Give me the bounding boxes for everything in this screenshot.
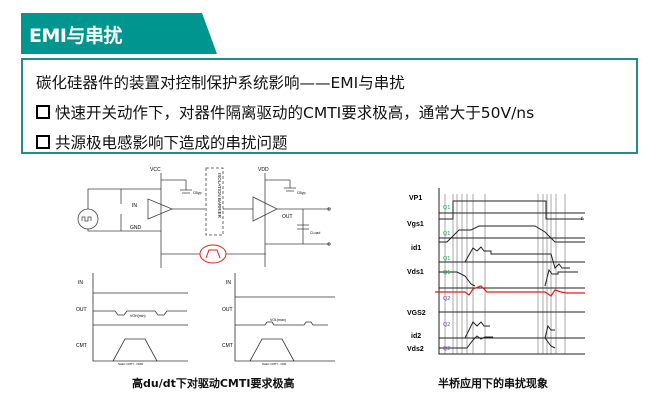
noise-pulse-icon bbox=[199, 244, 227, 264]
q-label: Q2 bbox=[443, 322, 450, 328]
bullet-2: 共源极电感影响下造成的串扰问题 bbox=[36, 131, 288, 153]
title-banner: EMI与串扰 bbox=[21, 13, 217, 54]
label-vds1: Vds1 bbox=[407, 269, 424, 276]
q-label: Q1 bbox=[443, 231, 450, 237]
summary-box: 碳化硅器件的装置对控制保护系统影响——EMI与串扰 快速开关动作下，对器件隔离驱… bbox=[21, 58, 638, 154]
cmti-figure: VCC VDD IN GND OUT CByp CByp CLoad ISOLA… bbox=[76, 167, 335, 366]
right-caption: 半桥应用下的串扰现象 bbox=[438, 377, 548, 390]
wr-vlabel: VOL(max) bbox=[270, 318, 286, 322]
cload-label: CLoad bbox=[310, 231, 320, 235]
left-caption: 高du/dt下对驱动CMTI要求极高 bbox=[132, 377, 295, 390]
t-axis-label: t bbox=[581, 216, 583, 222]
isolator-circuit bbox=[77, 167, 331, 268]
wl-cmt: CMT bbox=[76, 343, 87, 349]
vgs2-trace bbox=[435, 285, 585, 297]
q-label: Q2 bbox=[443, 296, 450, 302]
gnd-label: GND bbox=[130, 225, 142, 231]
vcc-label: VCC bbox=[150, 167, 161, 173]
wr-in: IN bbox=[226, 280, 231, 286]
label-id1: id1 bbox=[411, 245, 421, 252]
out-label: OUT bbox=[282, 214, 293, 220]
label-vgs2: VGS2 bbox=[407, 310, 426, 317]
vdd-label: VDD bbox=[258, 167, 269, 173]
label-id2: id2 bbox=[411, 333, 421, 340]
wr-foot: Static CMTI - CML bbox=[262, 362, 287, 366]
traces bbox=[438, 188, 585, 355]
square-bullet-icon bbox=[36, 135, 50, 149]
wl-in: IN bbox=[78, 280, 83, 286]
wl-out: OUT bbox=[76, 307, 87, 313]
q-label: Q2 bbox=[443, 346, 450, 352]
wl-foot: Static CMTI - CMH bbox=[118, 362, 143, 366]
bullet-text: 共源极电感影响下造成的串扰问题 bbox=[55, 134, 288, 152]
q-label: Q1 bbox=[443, 270, 450, 276]
square-bullet-icon bbox=[36, 105, 50, 119]
wr-out: OUT bbox=[222, 307, 233, 313]
q-label: Q1 bbox=[443, 205, 450, 211]
q-label: Q1 bbox=[443, 256, 450, 262]
in-label: IN bbox=[132, 203, 137, 209]
cbyp2-label: CByp bbox=[297, 191, 306, 195]
barrier-label: ISOLATION BARRIER bbox=[217, 173, 222, 219]
cbyp1-label: CByp bbox=[193, 191, 202, 195]
slide-title: EMI与串扰 bbox=[29, 25, 122, 47]
bullet-1: 快速开关动作下，对器件隔离驱动的CMTI要求极高，通常大于50V/ns bbox=[36, 101, 534, 123]
summary-heading: 碳化硅器件的装置对控制保护系统影响——EMI与串扰 bbox=[36, 74, 405, 92]
wr-cmt: CMT bbox=[222, 343, 233, 349]
label-vds2: Vds2 bbox=[407, 346, 424, 353]
label-vp1: VP1 bbox=[409, 195, 422, 202]
label-vgs1: Vgs1 bbox=[407, 221, 424, 228]
bullet-text: 快速开关动作下，对器件隔离驱动的CMTI要求极高，通常大于50V/ns bbox=[55, 104, 535, 122]
crosstalk-figure: VP1 Vgs1 id1 Vds1 VGS2 id2 Vds2 Q1 Q1 Q1… bbox=[407, 188, 585, 355]
wl-vlabel: VOH(min) bbox=[130, 314, 146, 318]
waveforms bbox=[92, 273, 335, 362]
